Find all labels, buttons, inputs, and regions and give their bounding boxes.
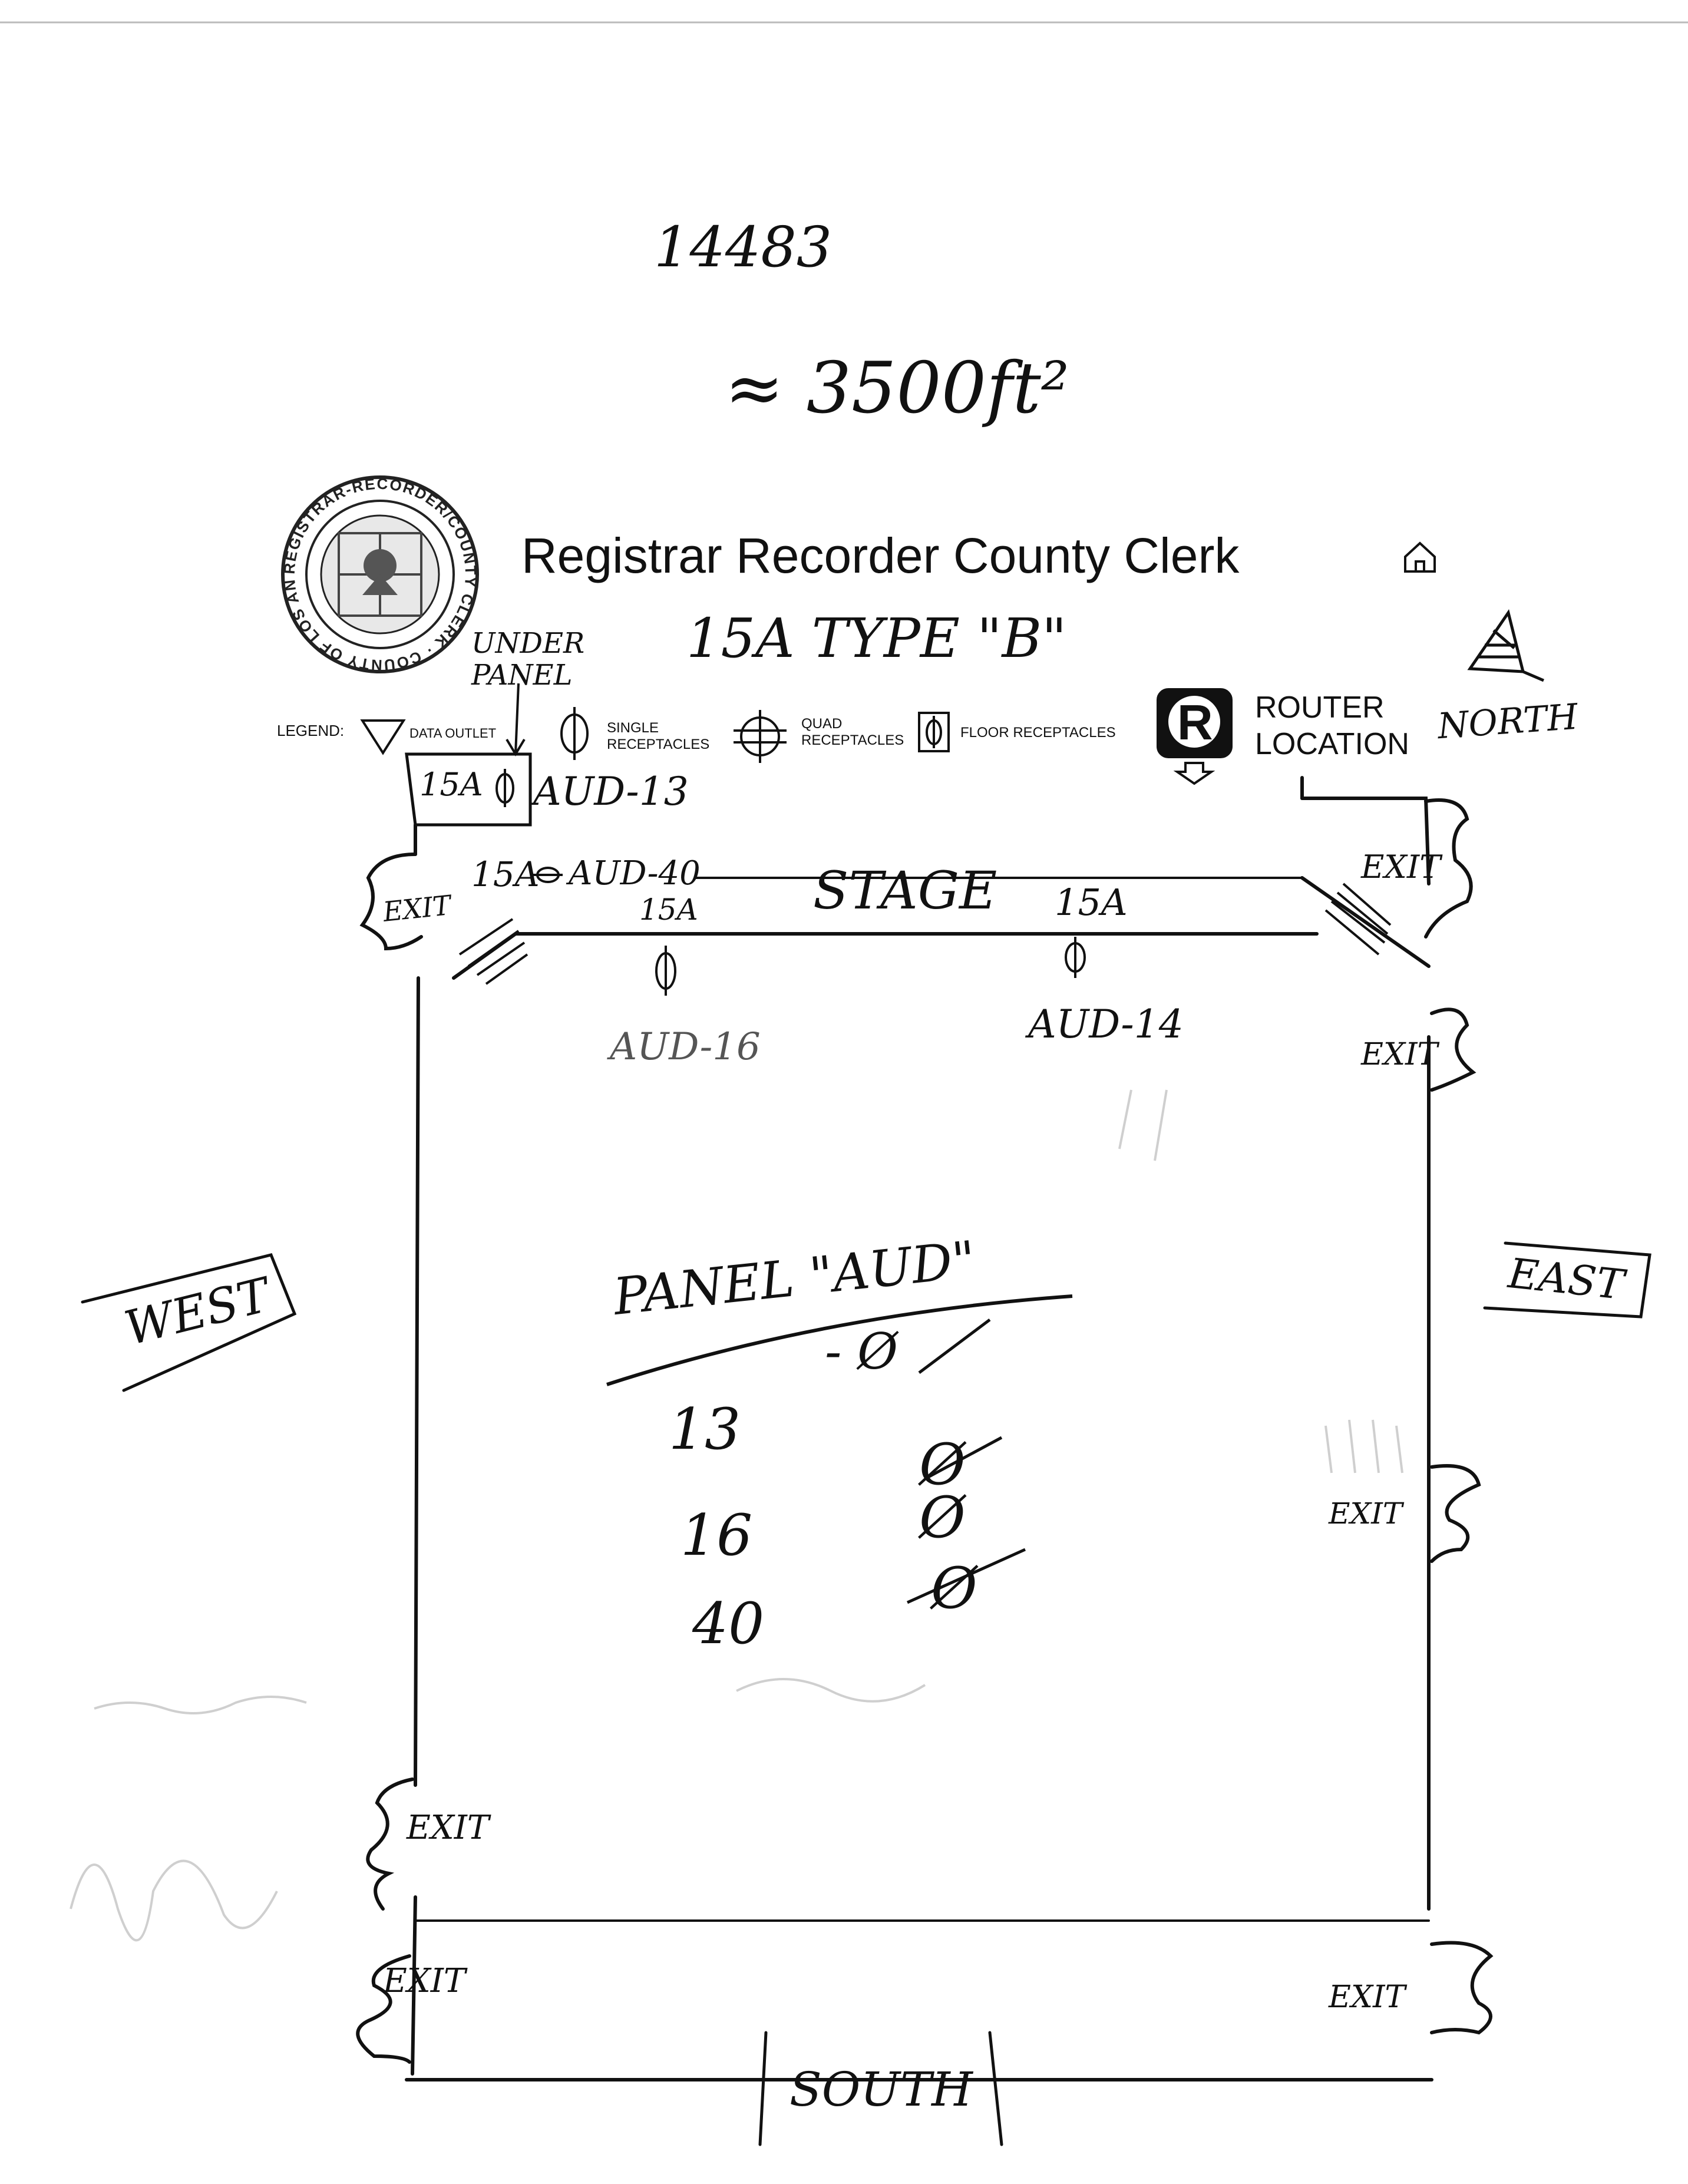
exit-door-ne-1 [1424,798,1473,939]
panel-row-13-circuit: 13 [669,1396,741,1462]
zero-slash-13 [924,1436,1003,1481]
zero-slash-40 [906,1548,1026,1604]
legend-item-data-outlet: DATA OUTLET [409,726,497,741]
exit-doors [356,798,1494,2064]
exit-label-ne-2: EXIT [1361,1037,1438,1072]
exit-door-sw-1 [366,1777,414,1911]
nw-stair-hatch [458,918,528,985]
panel-table-rule [606,1294,1073,1386]
doc-number: 14483 [654,215,833,280]
legend-item-router: ROUTER LOCATION [1255,690,1409,761]
page-title: Registrar Recorder County Clerk [521,528,1240,583]
ne-corner-wall [1300,876,1431,968]
single-receptacle-icon [560,707,589,760]
circuit-aud-40: AUD-40 [569,854,701,893]
circuit-aud-14: AUD-14 [1028,1002,1184,1047]
hatched-stairs [458,883,1392,985]
north-arrow-icon [1467,609,1544,682]
plan-receptacles [496,769,1086,996]
room-outline [405,752,1433,2081]
ne-stair-hatch [1324,883,1392,956]
floor-receptacle-icon [918,712,950,752]
exit-door-nw [359,853,423,951]
breaker-label-aud-40: 15A [471,854,540,894]
quad-receptacle-icon [734,710,787,763]
panel-row-16-circuit: 16 [681,1502,753,1568]
under-panel-arrow-icon [506,683,526,756]
exit-door-sw-2 [356,1954,411,2064]
receptacle-aud-40-icon [533,867,563,883]
legend-item-single: SINGLE RECEPTACLES [607,720,710,752]
receptacle-aud-13-icon [496,769,514,807]
home-icon [1404,541,1436,573]
south-brackets [758,2031,1003,2146]
breaker-label-aud-16: 15A [639,893,698,927]
room-west-wall [411,976,420,2076]
receptacle-aud-16-icon [655,946,676,996]
south-label: SOUTH [790,2062,973,2117]
panel-header-dash-zero: - Ø [825,1323,898,1380]
panel-row-16-value: Ø [919,1485,966,1551]
under-panel-note: UNDER PANEL [471,627,585,692]
exit-door-e [1430,1464,1481,1563]
stage-label: STAGE [813,860,997,921]
circuit-aud-16: AUD-16 [610,1025,761,1069]
legend-label: LEGEND: [277,722,345,739]
panel-row-13-value: Ø [919,1432,966,1498]
legend-symbols [360,688,1233,785]
receptacle-aud-14-icon [1065,937,1086,978]
exit-label-se: EXIT [1329,1980,1406,2015]
compass-boxes [81,1241,1651,2146]
router-location-icon [1157,688,1233,785]
faint-scribbles [70,1089,1403,1942]
data-outlet-triangle-icon [360,719,406,755]
west-box [81,1253,297,1392]
exit-label-sw-2: EXIT [383,1962,466,2000]
panel-zero-marks [906,1319,1026,1604]
county-seal: REGISTRAR-RECORDER/COUNTY CLERK · COUNTY… [0,0,479,674]
exit-label-e: EXIT [1329,1496,1403,1531]
legend-item-quad: QUAD RECEPTACLES [801,716,904,748]
circuit-aud-13: AUD-13 [533,769,689,814]
zero-slash-header [918,1319,991,1374]
type-note: 15A TYPE "B" [686,607,1067,670]
exit-door-se [1430,1941,1494,2035]
legend-item-floor: FLOOR RECEPTACLES [960,725,1116,741]
exit-label-sw-1: EXIT [407,1809,490,1847]
exit-door-ne-2 [1430,1007,1476,1092]
ne-exit-wall [1300,797,1431,886]
area-label: ≈ 3500ft² [725,348,1069,429]
exit-label-ne-1: EXIT [1361,848,1441,886]
panel-row-40-circuit: 40 [692,1591,765,1657]
router-letter: R [1177,695,1213,750]
breaker-label-stage: 15A [1055,881,1128,924]
east-box [1483,1241,1651,1319]
under-panel-box [405,752,532,827]
breaker-label-under-panel: 15A [419,766,483,803]
panel-row-40-value: Ø [931,1555,977,1621]
